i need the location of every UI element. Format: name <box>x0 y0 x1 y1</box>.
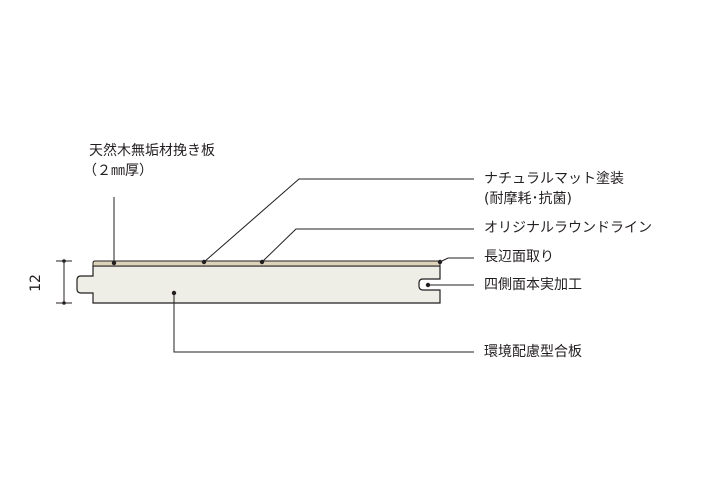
thickness-dimension-label: 12 <box>28 274 44 292</box>
label-tongue-groove: 四側面本実加工 <box>484 277 582 293</box>
label-plywood: 環境配慮型合板 <box>484 344 582 360</box>
wood-veneer-layer <box>92 260 441 267</box>
label-round-line: オリジナルラウンドライン <box>484 220 652 236</box>
thickness-dimension <box>56 259 72 305</box>
leader-coating <box>201 178 474 265</box>
leader-veneer <box>111 197 117 266</box>
label-chamfer: 長辺面取り <box>484 249 554 265</box>
label-coating-line2: (耐摩耗･抗菌) <box>484 191 572 207</box>
plywood-core <box>76 265 441 304</box>
leader-round-line <box>259 228 474 265</box>
leader-chamfer <box>437 257 474 265</box>
label-veneer-line1: 天然木無垢材挽き板 <box>89 143 215 159</box>
label-veneer-line2: （２㎜厚） <box>83 163 153 179</box>
leader-plywood <box>171 290 474 353</box>
leader-tongue-groove <box>425 282 474 288</box>
label-coating-line1: ナチュラルマット塗装 <box>484 171 624 187</box>
